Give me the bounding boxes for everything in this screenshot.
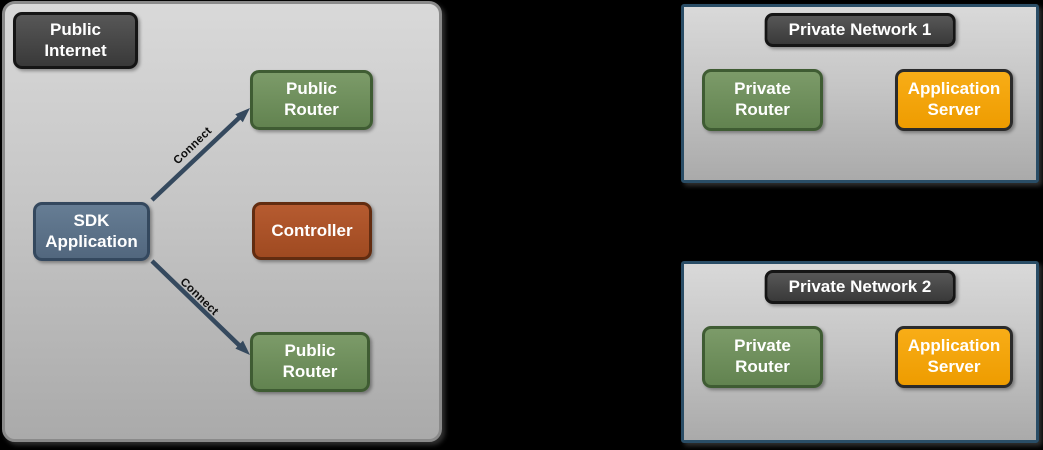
node-application-server-2: Application Server [895,326,1013,388]
node-sdk-application: SDK Application [33,202,150,261]
public-internet-panel: Public Internet Public Router SDK Applic… [2,1,442,442]
private-network-2-panel: Private Network 2 Private Router Applica… [681,261,1039,443]
node-public-router-bottom-label: Public Router [282,341,338,381]
node-public-internet-label: Public Internet [44,19,107,60]
private-network-1-panel: Private Network 1 Private Router Applica… [681,4,1039,183]
node-controller: Controller [252,202,372,260]
node-controller-label: Controller [271,220,353,240]
node-private-router-1-label: Private Router [734,79,791,119]
private-network-1-title: Private Network 1 [764,13,956,47]
connect-label-bottom: Connect [177,275,221,319]
node-sdk-application-label: SDK Application [45,210,138,251]
node-public-router-bottom: Public Router [250,332,370,392]
private-network-2-title: Private Network 2 [764,270,956,304]
node-application-server-2-label: Application Server [907,336,1001,376]
node-application-server-1-label: Application Server [907,79,1001,119]
connect-arrow-top [150,108,250,202]
node-application-server-1: Application Server [895,69,1013,131]
node-public-router-top: Public Router [250,70,373,130]
node-private-router-2-label: Private Router [734,336,791,376]
connect-label-top: Connect [171,124,215,168]
node-public-router-top-label: Public Router [284,79,339,119]
node-private-router-2: Private Router [702,326,823,388]
node-private-router-1: Private Router [702,69,823,131]
node-public-internet: Public Internet [13,12,138,69]
